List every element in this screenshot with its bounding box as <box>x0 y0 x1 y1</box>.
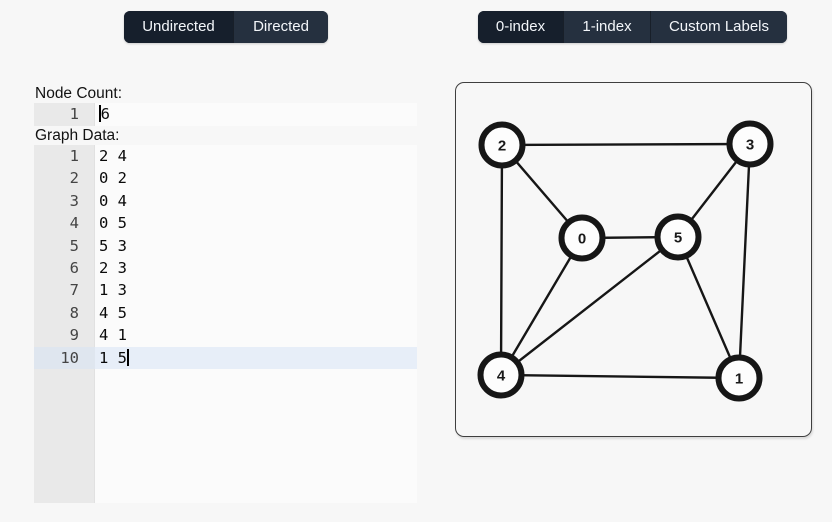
text-cursor <box>99 105 101 122</box>
line-text: 5 3 <box>99 236 127 255</box>
node-label: 3 <box>746 136 754 153</box>
line-number: 9 <box>69 326 79 345</box>
graph-node-0[interactable]: 0 <box>558 214 606 262</box>
node-circle <box>478 121 526 169</box>
editor-line[interactable]: 5 5 3 <box>34 235 417 257</box>
node-circle <box>654 213 702 261</box>
editor-line[interactable]: 4 0 5 <box>34 212 417 234</box>
line-number: 8 <box>69 303 79 322</box>
line-text: 0 2 <box>99 169 127 188</box>
editor-line[interactable]: 3 0 4 <box>34 190 417 212</box>
graph-node-4[interactable]: 4 <box>477 351 525 399</box>
node-circle <box>715 354 763 402</box>
line-number: 10 <box>34 346 95 369</box>
editor-line[interactable]: 6 2 3 <box>34 257 417 279</box>
line-number: 7 <box>69 281 79 300</box>
node-circle <box>726 120 774 168</box>
graph-edge-1-3 <box>737 142 752 380</box>
node-circle <box>558 214 606 262</box>
graph-node-2[interactable]: 2 <box>478 121 526 169</box>
line-number: 2 <box>69 169 79 188</box>
graph-node-5[interactable]: 5 <box>654 213 702 261</box>
line-text: 1 3 <box>99 281 127 300</box>
graph-edge-2-4 <box>499 143 504 377</box>
line-text: 4 1 <box>99 326 127 345</box>
line-text: 2 3 <box>99 258 127 277</box>
undirected-button[interactable]: Undirected <box>124 11 233 43</box>
line-text: 0 4 <box>99 191 127 210</box>
node-label: 4 <box>497 367 506 384</box>
direction-toggle: Undirected Directed <box>124 11 328 43</box>
graph-node-1[interactable]: 1 <box>715 354 763 402</box>
line-number: 6 <box>69 258 79 277</box>
graph-edge-4-1 <box>499 373 741 380</box>
editor-line[interactable]: 9 4 1 <box>34 324 417 346</box>
line-number: 5 <box>69 236 79 255</box>
line-number: 1 <box>69 105 79 123</box>
node-label: 2 <box>498 137 506 154</box>
line-text: 6 <box>99 105 110 123</box>
text-cursor <box>127 348 129 366</box>
line-text: 0 5 <box>99 214 127 233</box>
node-count-label: Node Count: <box>35 85 123 102</box>
node-label: 0 <box>578 230 586 247</box>
graph-edge-1-5 <box>676 235 741 380</box>
editor-line[interactable]: 8 4 5 <box>34 302 417 324</box>
graph-svg: 0 1 2 3 4 5 <box>477 120 774 402</box>
gutter <box>34 145 95 503</box>
line-text: 1 5 <box>95 346 417 369</box>
graph-edge-0-4 <box>499 236 584 377</box>
directed-button[interactable]: Directed <box>233 11 328 43</box>
custom-labels-button[interactable]: Custom Labels <box>650 11 787 43</box>
node-circle <box>477 351 525 399</box>
line-number: 3 <box>69 191 79 210</box>
one-index-button[interactable]: 1-index <box>563 11 650 43</box>
line-number: 1 <box>69 147 79 165</box>
line-text: 4 5 <box>99 303 127 322</box>
gutter <box>34 103 95 126</box>
index-toggle: 0-index 1-index Custom Labels <box>478 11 787 43</box>
graph-edge-2-3 <box>500 142 752 147</box>
graph-edge-4-5 <box>499 235 680 377</box>
editor-line[interactable]: 1 2 4 <box>34 145 417 167</box>
line-text: 2 4 <box>99 147 127 165</box>
graph-canvas[interactable]: 0 1 2 3 4 5 <box>455 82 812 437</box>
editor-line[interactable]: 7 1 3 <box>34 279 417 301</box>
graph-node-3[interactable]: 3 <box>726 120 774 168</box>
editor-line[interactable]: 2 0 2 <box>34 167 417 189</box>
zero-index-button[interactable]: 0-index <box>478 11 563 43</box>
node-label: 1 <box>735 370 743 387</box>
line-number: 4 <box>69 214 79 233</box>
graph-data-label: Graph Data: <box>35 127 120 144</box>
node-label: 5 <box>674 229 682 246</box>
